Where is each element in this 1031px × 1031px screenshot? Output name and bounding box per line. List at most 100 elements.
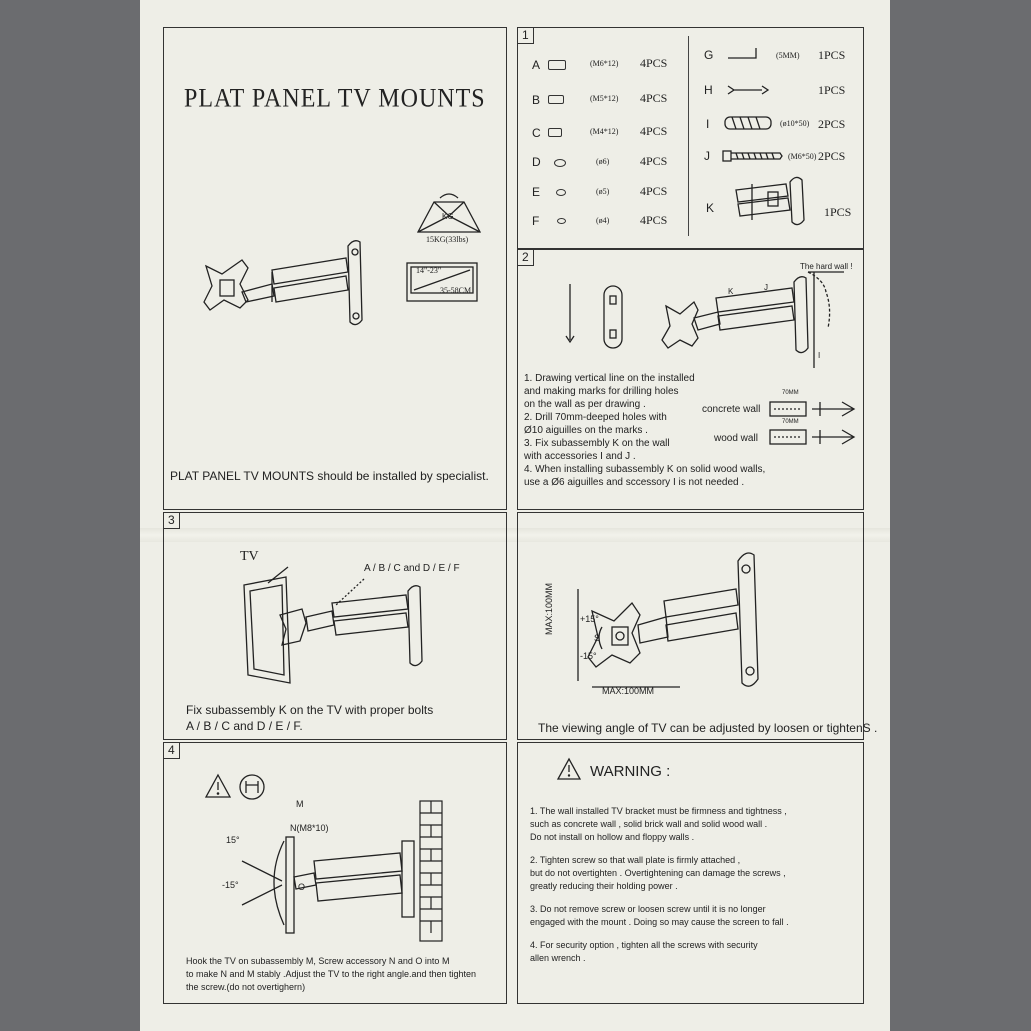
step-number: 1 (518, 28, 534, 44)
plumb-line-illustration (565, 284, 623, 349)
part-qty-h: 1PCS (818, 83, 846, 97)
label-k: K (728, 287, 734, 296)
step-line: with accessories I and J . (524, 451, 636, 462)
weight-caption: 15KG(33lbs) (426, 235, 469, 244)
wall-mount-illustration (203, 240, 363, 326)
lag-bolt-icon (722, 150, 783, 162)
viewing-angle-illustration (577, 552, 759, 688)
part-letter-a: A (532, 58, 541, 72)
part-letter-e: E (532, 185, 541, 199)
tv-caption-line1: Fix subassembly K on the TV with proper … (186, 703, 434, 717)
parts-panel: 1 A (M6*12) 4PCS B (M5*12) 4PCS C (M4*12… (517, 27, 864, 249)
step-line: 3. Fix subassembly K on the wall (524, 438, 670, 449)
anchor-icon (724, 116, 772, 130)
part-letter-k: K (706, 201, 715, 215)
angle-caption: The viewing angle of TV can be adjusted … (538, 721, 878, 735)
part-qty-i: 2PCS (818, 117, 846, 131)
depth-label: 70MM (782, 419, 799, 425)
step-line: on the wall as per drawing . (524, 399, 646, 410)
caption-line: to make N and M stably .Adjust the TV to… (186, 969, 477, 979)
step-line: Ø10 aiguilles on the marks . (524, 425, 648, 436)
wood-wall-label: wood wall (714, 433, 758, 444)
warning-line: 2. Tighten screw so that wall plate is f… (530, 855, 741, 865)
step-line: 2. Drill 70mm-deeped holes with (524, 412, 667, 423)
screw-icon (548, 95, 564, 104)
part-spec-b: (M5*12) (590, 94, 619, 103)
part-letter-f: F (532, 214, 540, 228)
washer-icon (556, 189, 566, 196)
part-letter-c: C (532, 126, 541, 140)
wall-install-panel: 2 The hard wall ! K J I 1. Drawing verti… (517, 249, 864, 510)
part-spec-i: (ø10*50) (780, 119, 810, 128)
step-line: use a Ø6 aiguilles and sccessory I is no… (524, 477, 745, 488)
concrete-wall-label: concrete wall (702, 404, 761, 415)
part-qty-j: 2PCS (818, 149, 846, 163)
warning-line: engaged with the mount . Doing so may ca… (530, 917, 789, 927)
n-label: N(M8*10) (290, 823, 329, 833)
warning-line: 4. For security option , tighten all the… (530, 940, 758, 950)
instruction-sheet (140, 0, 890, 1031)
part-qty-f: 4PCS (640, 213, 668, 227)
screen-size-top: 14"-23" (416, 266, 442, 275)
viewing-angle-panel: MAX:100MM +15° S -15° MAX:100MM The view… (517, 512, 877, 740)
part-spec-g: (5MM) (776, 51, 800, 60)
specialist-note: PLAT PANEL TV MOUNTS should be installed… (170, 469, 489, 483)
max-horizontal-label: MAX:100MM (602, 686, 655, 696)
part-letter-g: G (704, 48, 714, 62)
weight-icon (416, 193, 482, 233)
hard-wall-label: The hard wall ! (800, 262, 853, 271)
warning-triangle-icon (556, 757, 582, 780)
wrench-icon (727, 85, 770, 95)
tv-attach-panel: 3 TV A / B / C and D / E / F Fix subasse… (163, 512, 507, 740)
part-qty-a: 4PCS (640, 56, 668, 70)
warning-list: 1. The wall installed TV bracket must be… (530, 805, 789, 965)
warning-line: 3. Do not remove screw or loosen screw u… (530, 904, 766, 914)
warning-title: WARNING : (590, 763, 671, 780)
step-number: 4 (164, 743, 180, 759)
step-number: 2 (518, 250, 534, 266)
tv-caption-line2: A / B / C and D / E / F. (186, 719, 303, 733)
washer-icon (557, 218, 566, 224)
warning-line: greatly reducing their holding power . (530, 881, 678, 891)
part-spec-j: (M6*50) (788, 152, 817, 161)
hook-tv-panel: 4 M N(M8*10) 15° -15° O Hook the (163, 742, 507, 1004)
caption-line: Hook the TV on subassembly M, Screw acce… (186, 956, 450, 966)
part-spec-e: (ø5) (596, 187, 610, 196)
weight-badge: KG (442, 212, 454, 221)
screen-size-icon (406, 262, 478, 302)
subassembly-k-icon (735, 176, 805, 226)
page-title: PLAT PANEL TV MOUNTS (184, 84, 486, 114)
part-qty-d: 4PCS (640, 154, 668, 168)
screw-icon (548, 60, 566, 70)
warning-line: such as concrete wall , solid brick wall… (530, 819, 768, 829)
install-steps: 1. Drawing vertical line on the installe… (524, 372, 765, 489)
label-i: I (818, 351, 821, 360)
intro-panel: PLAT PANEL TV MOUNTS KG 15KG(33lbs) 14"-… (163, 27, 507, 510)
hook-tv-illustration (241, 800, 443, 942)
part-letter-h: H (704, 83, 713, 97)
step-line: 1. Drawing vertical line on the installe… (524, 373, 695, 384)
part-spec-d: (ø6) (596, 157, 610, 166)
s-label: S (594, 633, 601, 643)
max-vertical-label: MAX:100MM (544, 582, 554, 635)
plus15-label: +15° (580, 614, 599, 624)
wall-mount-side-illustration (661, 271, 844, 368)
part-spec-c: (M4*12) (590, 127, 619, 136)
warning-line: 1. The wall installed TV bracket must be… (530, 806, 787, 816)
warning-line: Do not install on hollow and floppy wall… (530, 832, 695, 842)
depth-label: 70MM (782, 390, 799, 396)
m-label: M (296, 799, 304, 809)
step-line: 4. When installing subassembly K on soli… (524, 464, 766, 475)
hook-caption: Hook the TV on subassembly M, Screw acce… (186, 955, 476, 994)
part-qty-b: 4PCS (640, 91, 668, 105)
part-letter-b: B (532, 93, 541, 107)
washer-icon (554, 159, 566, 167)
bolts-label: A / B / C and D / E / F (364, 563, 460, 574)
part-qty-k: 1PCS (824, 205, 852, 219)
warning-triangle-icon (204, 773, 232, 798)
label-j: J (764, 283, 768, 292)
caption-line: the screw.(do not overtighern) (186, 982, 306, 992)
allen-key-icon (728, 48, 757, 59)
part-spec-f: (ø4) (596, 216, 610, 225)
minus15-label: -15° (222, 880, 239, 890)
